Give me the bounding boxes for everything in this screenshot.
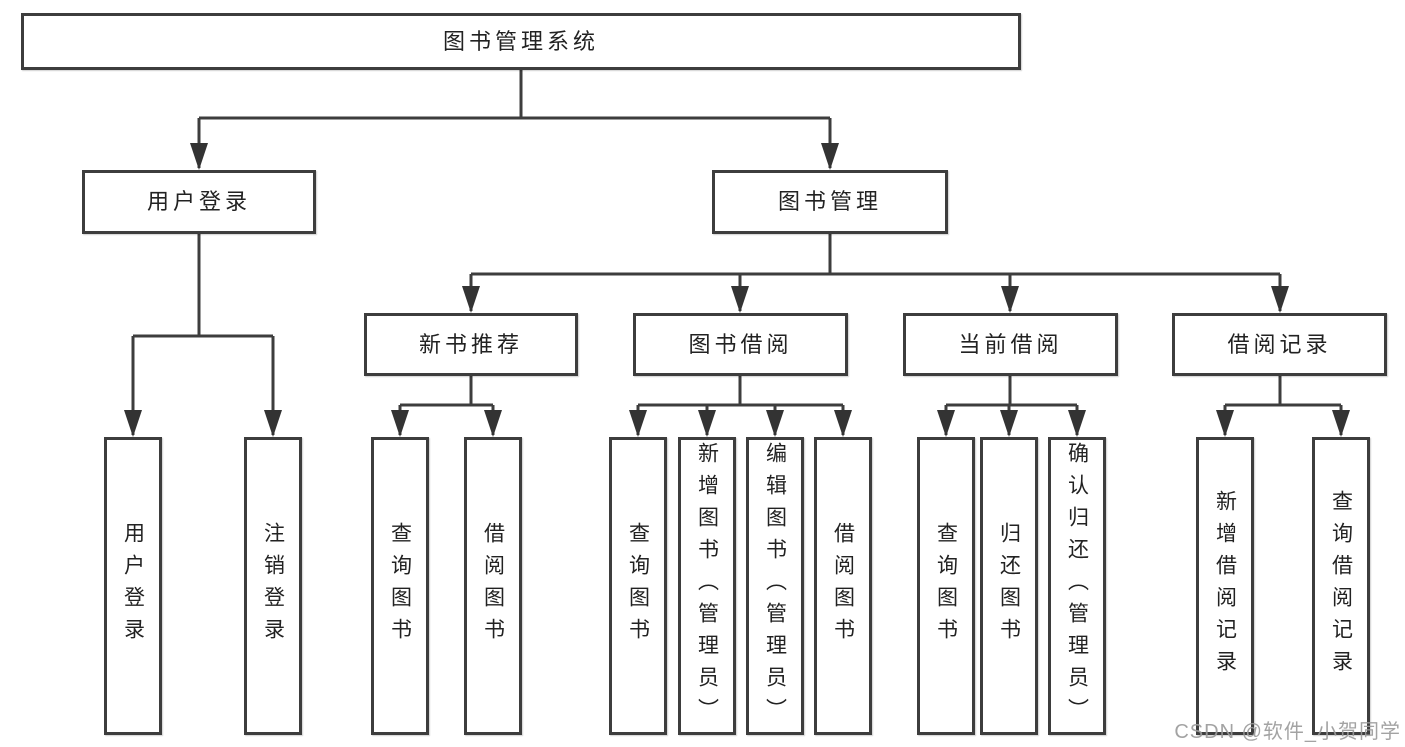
node-borrowing-records: 借阅记录 xyxy=(1172,313,1387,376)
leaf-label: 编辑图书（管理员） xyxy=(763,442,787,730)
leaf-add-borrow-record: 新增借阅记录 xyxy=(1196,437,1254,735)
leaf-query-borrow-record: 查询借阅记录 xyxy=(1312,437,1370,735)
connector-paths xyxy=(131,70,1343,435)
node-book-management: 图书管理 xyxy=(712,170,948,234)
node-new-book-recommend: 新书推荐 xyxy=(364,313,578,376)
node-label: 新书推荐 xyxy=(418,331,523,357)
leaf-label: 查询借阅记录 xyxy=(1329,490,1353,682)
node-label: 用户登录 xyxy=(146,189,251,214)
leaf-query-books-current: 查询图书 xyxy=(917,437,975,735)
leaf-return-book: 归还图书 xyxy=(980,437,1038,735)
leaf-label: 注销登录 xyxy=(261,522,285,650)
leaf-label: 新增借阅记录 xyxy=(1213,490,1237,682)
leaf-confirm-return-admin: 确认归还（管理员） xyxy=(1048,437,1106,735)
leaf-label: 查询图书 xyxy=(626,522,650,650)
node-label: 借阅记录 xyxy=(1227,331,1332,357)
node-label: 图书借阅 xyxy=(688,331,793,357)
node-current-borrowing: 当前借阅 xyxy=(903,313,1118,376)
leaf-label: 归还图书 xyxy=(997,522,1021,650)
csdn-watermark: CSDN @软件_小贺同学 xyxy=(1174,721,1401,743)
leaf-borrow-books: 借阅图书 xyxy=(814,437,872,735)
node-label: 图书管理 xyxy=(777,189,882,214)
node-label: 图书管理系统 xyxy=(442,28,599,54)
leaf-label: 借阅图书 xyxy=(831,522,855,650)
leaf-edit-book-admin: 编辑图书（管理员） xyxy=(746,437,804,735)
arrowheads xyxy=(124,143,1350,437)
leaf-logout: 注销登录 xyxy=(244,437,302,735)
node-label: 当前借阅 xyxy=(958,331,1063,357)
leaf-label: 查询图书 xyxy=(934,522,958,650)
leaf-label: 借阅图书 xyxy=(481,522,505,650)
leaf-label: 新增图书（管理员） xyxy=(695,442,719,730)
leaf-label: 查询图书 xyxy=(388,522,412,650)
leaf-query-books-borrowing: 查询图书 xyxy=(609,437,667,735)
leaf-query-books-recommend: 查询图书 xyxy=(371,437,429,735)
node-book-borrowing: 图书借阅 xyxy=(633,313,848,376)
leaf-label: 确认归还（管理员） xyxy=(1065,442,1089,730)
leaf-label: 用户登录 xyxy=(121,522,145,650)
node-library-management-system: 图书管理系统 xyxy=(21,13,1021,70)
leaf-add-book-admin: 新增图书（管理员） xyxy=(678,437,736,735)
leaf-user-login: 用户登录 xyxy=(104,437,162,735)
leaf-borrow-books-recommend: 借阅图书 xyxy=(464,437,522,735)
node-user-login: 用户登录 xyxy=(82,170,316,234)
